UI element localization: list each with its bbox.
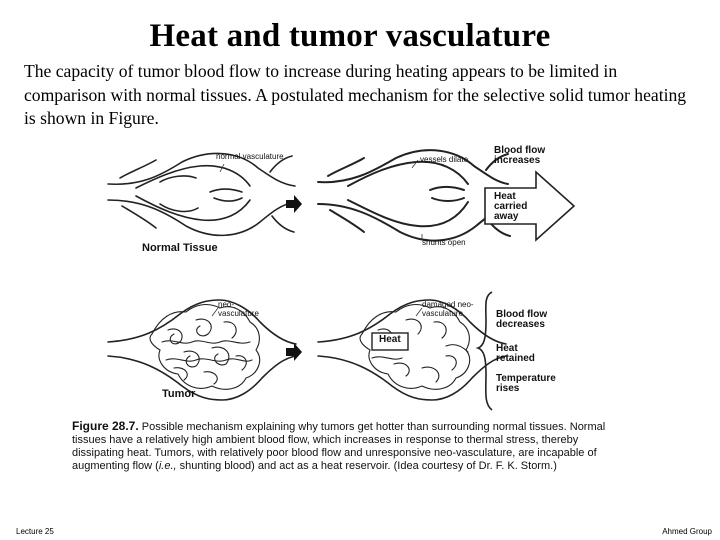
brace-icon: [475, 291, 493, 411]
label-blood-flow-decreases: Blood flow decreases: [496, 309, 548, 330]
label-heat: Heat: [379, 334, 401, 345]
label-heat-retained: Heat retained: [496, 343, 535, 364]
arrow-right-icon: [286, 195, 302, 213]
label-shunts-open: shunts open: [422, 238, 466, 247]
tumor-vessels-left: [107, 299, 297, 401]
big-arrow-icon: [484, 170, 576, 242]
footer-lecture: Lecture 25: [16, 527, 54, 536]
label-neo-vasculature: neo-vasculature: [218, 300, 259, 318]
tumor-neo-vasculature-right: [359, 303, 471, 390]
tumor-neo-vasculature-left: [149, 303, 261, 390]
label-heat-carried-away: Heat carried away: [494, 191, 528, 222]
figure-caption-text-a: Possible mechanism explaining why tumors…: [72, 421, 606, 472]
slide-title: Heat and tumor vasculature: [149, 18, 551, 54]
label-tumor: Tumor: [162, 388, 196, 400]
normal-vessels-right: [317, 149, 511, 242]
label-temperature-rises: Temperature rises: [496, 373, 556, 394]
label-damaged-neo-vasculature: damaged neo-vasculature: [422, 300, 474, 318]
tumor-vessels-right: [317, 299, 507, 401]
slide-body-text: The capacity of tumor blood flow to incr…: [24, 61, 687, 128]
label-normal-vasculature: normal vasculature: [216, 152, 284, 161]
label-normal-tissue: Normal Tissue: [142, 242, 218, 254]
figure-caption-number: Figure 28.7.: [72, 419, 139, 433]
normal-vessels-left: [107, 152, 296, 237]
figure-caption-text-italic: i.e.,: [158, 460, 177, 472]
arrow-right-icon: [286, 343, 302, 361]
vasculature-illustration: [107, 149, 576, 411]
figure-caption: Figure 28.7. Possible mechanism explaini…: [72, 420, 617, 473]
label-vessels-dilate: vessels dilate: [420, 155, 469, 164]
label-blood-flow-increases: Blood flow increases: [494, 145, 546, 166]
footer-group: Ahmed Group: [662, 527, 712, 536]
heat-box: [371, 332, 409, 351]
figure-diagram: normal vasculature vessels dilate Blood …: [100, 142, 620, 414]
figure-caption-text-b: shunting blood) and act as a heat reserv…: [176, 460, 557, 472]
